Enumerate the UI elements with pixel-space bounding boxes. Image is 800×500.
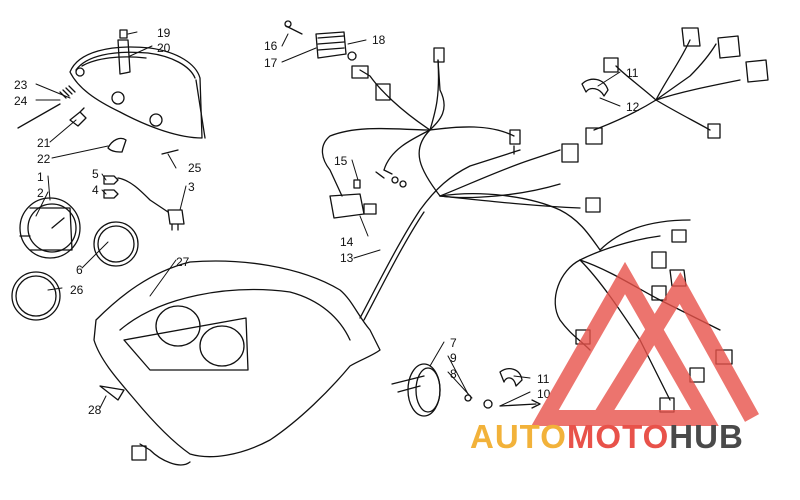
leader-lines — [35, 31, 621, 409]
main-harness — [321, 59, 601, 321]
harness-connector-e — [561, 143, 579, 163]
callout-6: 6 — [76, 263, 83, 277]
callout-25: 25 — [188, 161, 202, 175]
ring-terminals — [375, 169, 393, 179]
callout-11-bottom: 11 — [537, 372, 550, 386]
adjust-bolt — [17, 103, 61, 129]
callout-16: 16 — [264, 39, 278, 53]
callout-10: 10 — [537, 387, 551, 401]
watermark-part-hub: HUB — [669, 418, 744, 455]
lower-connector-b — [651, 251, 667, 269]
callout-21: 21 — [37, 136, 51, 150]
watermark-part-moto: MOTO — [566, 418, 670, 455]
lower-connector-d — [651, 285, 667, 301]
lower-connector-g — [689, 367, 705, 383]
callout-labels: 19 20 23 24 21 22 25 1 2 5 4 3 6 26 27 2… — [14, 26, 640, 417]
callout-1: 1 — [37, 170, 44, 184]
callout-13: 13 — [340, 251, 354, 265]
sub-connector-c — [745, 59, 769, 83]
gauge-connector — [167, 209, 185, 231]
sub-harness — [593, 39, 741, 131]
callout-9: 9 — [450, 351, 457, 365]
harness-connector-b — [351, 65, 369, 79]
speedometer-bulbs — [103, 175, 169, 213]
callout-23: 23 — [14, 78, 28, 92]
relay-clip — [353, 179, 361, 189]
sub-connector-b — [717, 35, 741, 59]
tach-bracket — [391, 375, 425, 393]
callout-24: 24 — [14, 94, 28, 108]
dash-panel — [93, 260, 381, 466]
lower-connector-a — [671, 229, 687, 243]
callout-18: 18 — [372, 33, 386, 47]
sub-connector-e — [585, 127, 603, 145]
lower-connector-h — [659, 397, 675, 413]
tach-washer — [464, 394, 472, 402]
gauge-bezel — [11, 271, 61, 321]
callout-11-top: 11 — [626, 66, 639, 80]
headlight-bulb — [69, 107, 87, 127]
speedometer — [19, 197, 81, 259]
tach-nut — [483, 399, 493, 409]
headlight-clip — [119, 29, 128, 39]
callout-17: 17 — [264, 56, 278, 70]
headlight-housing — [69, 46, 206, 139]
callout-27: 27 — [176, 255, 190, 269]
harness-connector-a — [433, 47, 445, 63]
callout-14: 14 — [340, 235, 354, 249]
warning-decal — [99, 385, 125, 401]
callout-28: 28 — [88, 403, 102, 417]
watermark-part-auto: AUTO — [470, 418, 567, 455]
callout-22: 22 — [37, 152, 51, 166]
harness-clamp — [581, 78, 609, 97]
callout-12: 12 — [626, 100, 640, 114]
sub-connector-a — [681, 27, 701, 47]
callout-8: 8 — [450, 367, 457, 381]
callout-26: 26 — [70, 283, 84, 297]
watermark-logo — [531, 261, 759, 426]
adjust-spring — [59, 85, 76, 99]
bulb-socket — [107, 137, 127, 153]
gauge-gasket — [93, 221, 139, 267]
callout-7: 7 — [450, 336, 457, 350]
retainer-pin — [161, 149, 179, 155]
callout-4: 4 — [92, 183, 99, 197]
callout-20: 20 — [157, 41, 171, 55]
harness-connector-f — [585, 197, 601, 213]
regulator-nut — [347, 51, 357, 61]
callout-2: 2 — [37, 186, 44, 200]
callout-5: 5 — [92, 167, 99, 181]
headlight-bracket — [117, 39, 131, 75]
callout-19: 19 — [157, 26, 171, 40]
sub-connector-d — [603, 57, 619, 73]
watermark-text: AUTOMOTOHUB — [470, 417, 800, 457]
tach-clamp — [499, 368, 523, 387]
relay-connector — [329, 193, 365, 219]
harness-connector-d — [509, 129, 521, 155]
callout-3: 3 — [188, 180, 195, 194]
harness-connector-c — [375, 83, 391, 101]
tach-bulb — [499, 399, 541, 409]
callout-15: 15 — [334, 154, 348, 168]
voltage-regulator — [315, 31, 347, 59]
sub-connector-f — [707, 123, 721, 139]
